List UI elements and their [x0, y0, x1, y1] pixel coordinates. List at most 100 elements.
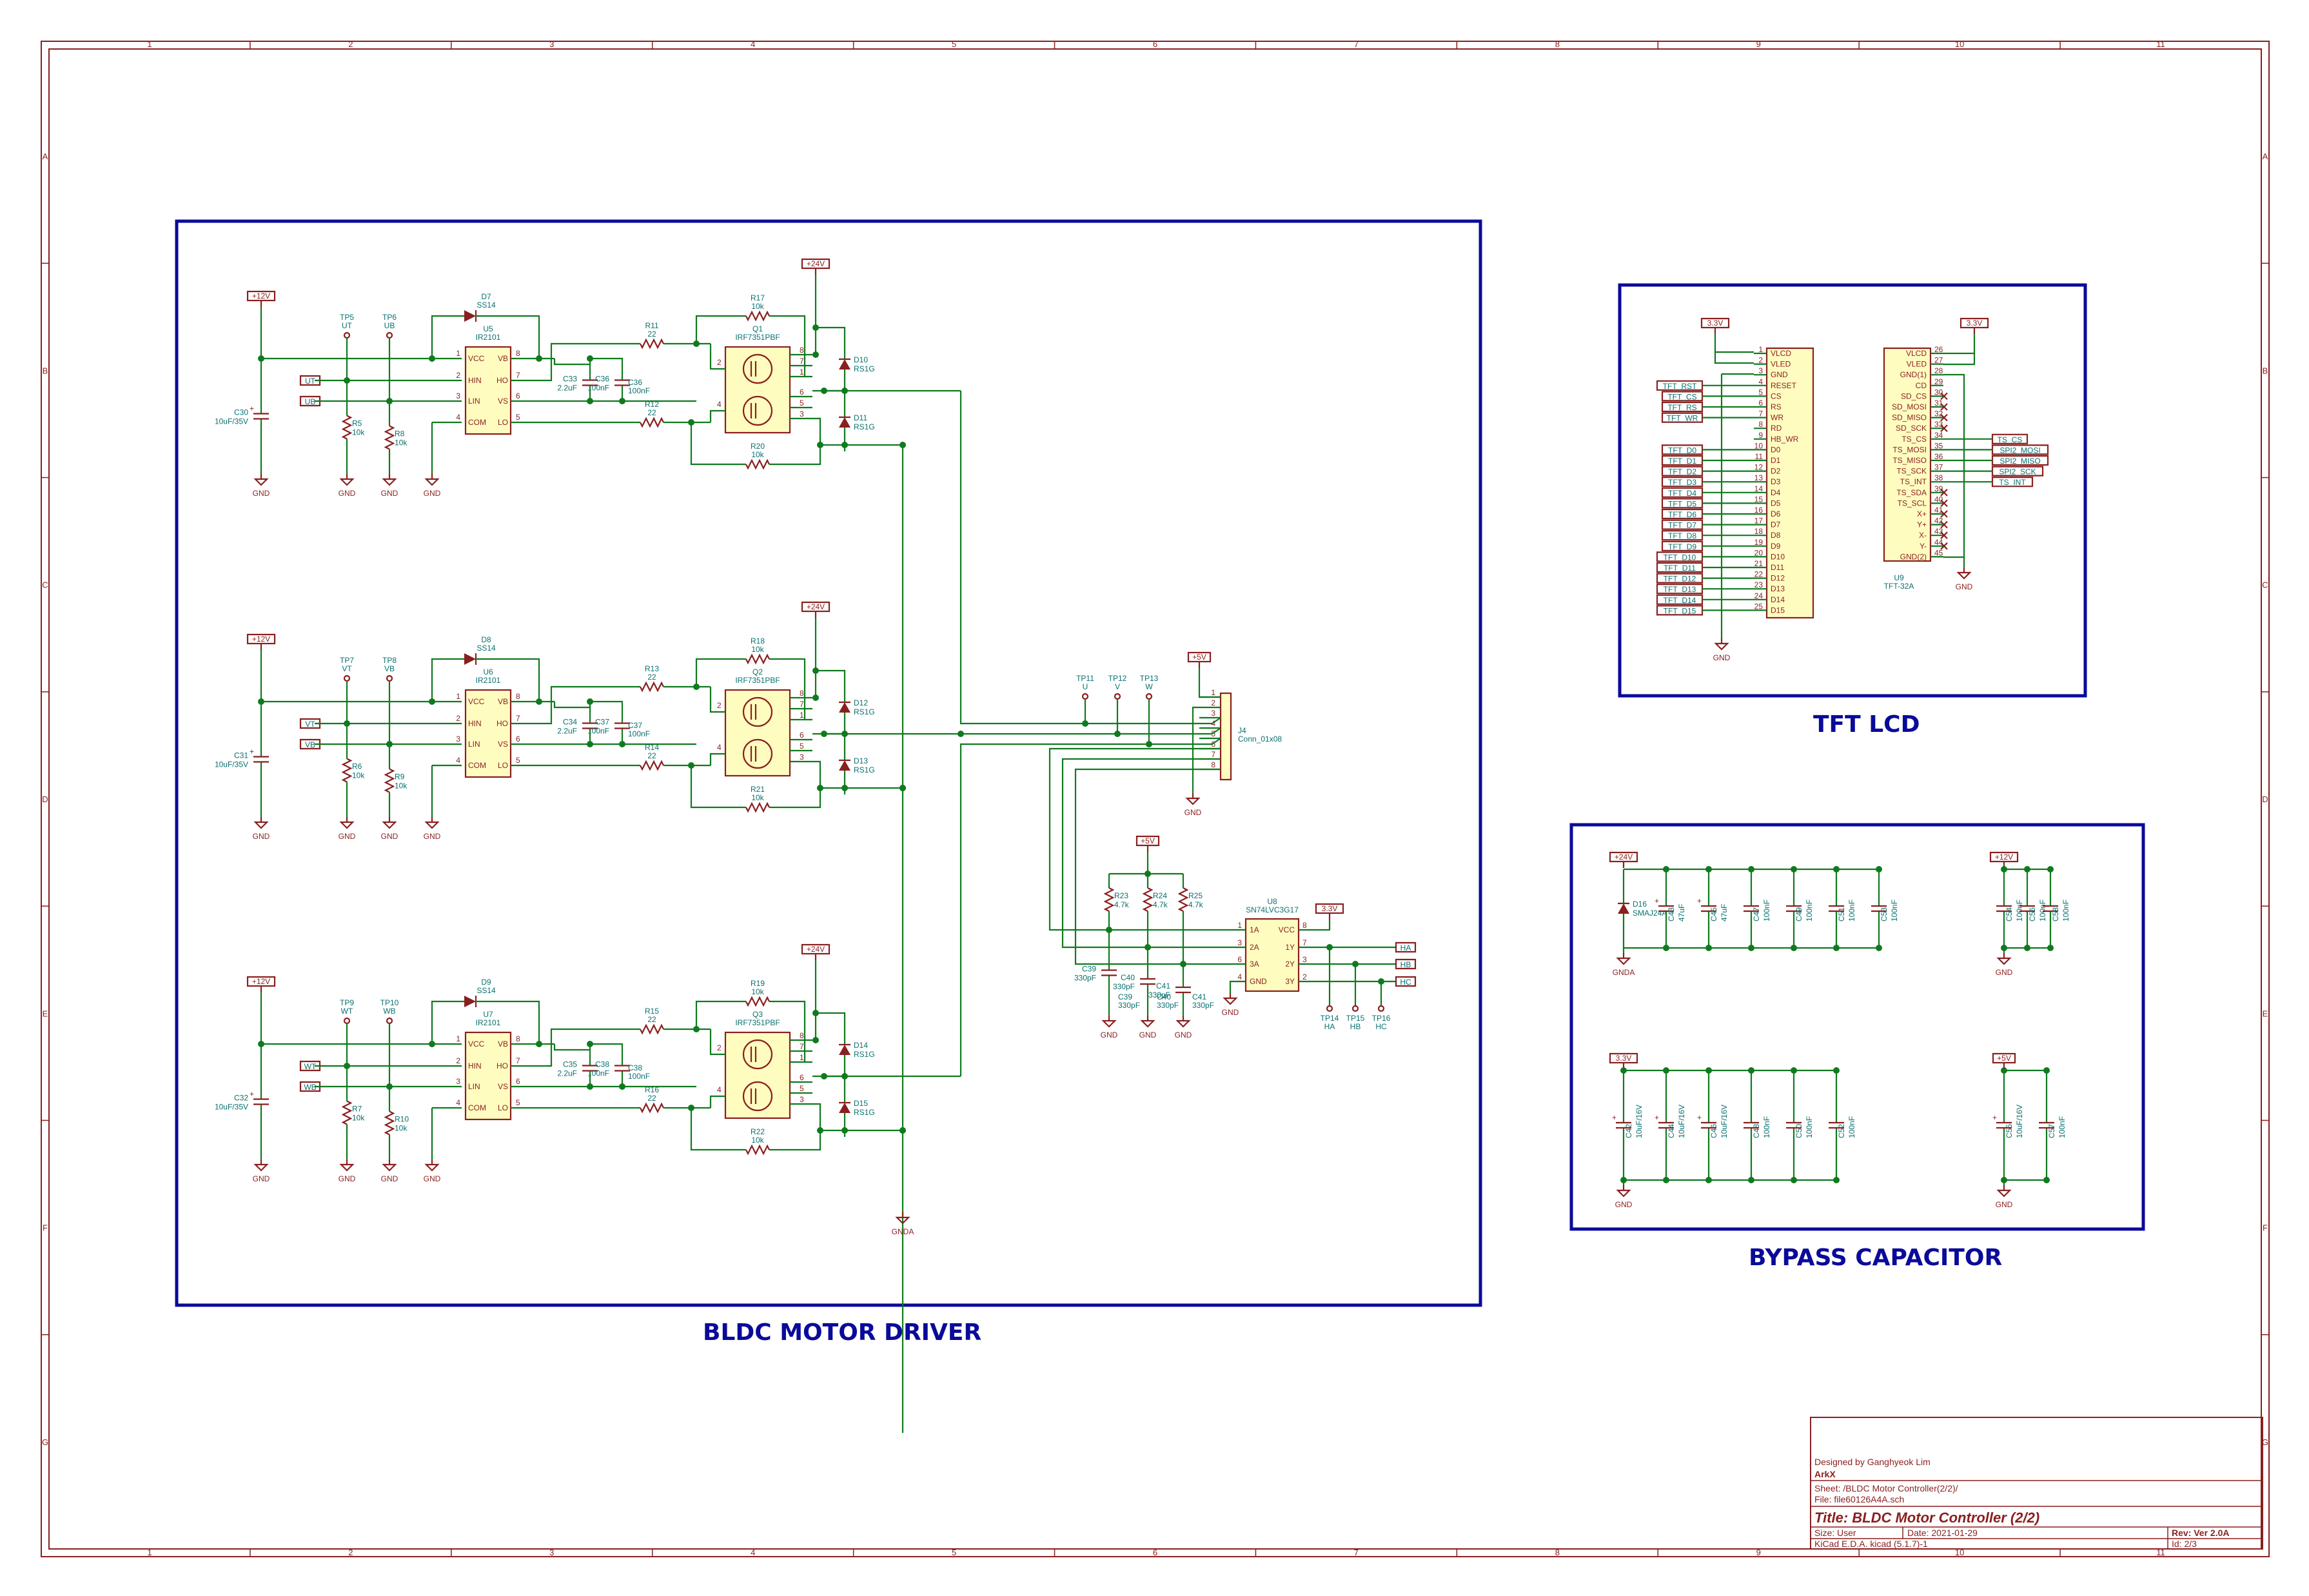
tft-pin-name: TS_SCL	[1898, 498, 1927, 507]
test-point-net: WB	[383, 1007, 395, 1016]
tft-pin-number: 27	[1934, 356, 1943, 365]
capacitor-value: 47uF	[1677, 904, 1686, 921]
wire	[476, 658, 540, 702]
tb-date: Date: 2021-01-29	[1907, 1528, 1978, 1538]
capacitor-ref: C32	[234, 1094, 248, 1103]
resistor-ref: R13	[645, 664, 659, 673]
net-label-text: SPI2_MOSI	[1999, 446, 2040, 455]
net-label-text: TFT_D3	[1668, 478, 1696, 487]
ground-label: GND	[424, 832, 441, 841]
buffer-ic	[1244, 918, 1300, 992]
junction-dot	[1705, 866, 1712, 872]
test-point-ref: TP9	[340, 998, 354, 1007]
resistor-ref: R23	[1114, 891, 1128, 900]
resistor-value: 4.7k	[1188, 900, 1204, 909]
capacitor-ref: C41	[1192, 992, 1206, 1001]
net-label-text: TFT_D10	[1664, 553, 1696, 562]
capacitor-value: 330pF	[1118, 1001, 1140, 1010]
test-point-ref: TP11	[1076, 674, 1094, 683]
ic-pin-number: 6	[516, 1077, 520, 1086]
tft-ic-value: TFT-32A	[1884, 582, 1914, 591]
test-point-net: HC	[1375, 1022, 1387, 1031]
tft-area: 3.3VVLCD1VLED2GND3RESET4CS5RS6WR7RD8HB_W…	[1656, 317, 2049, 662]
junction-dot	[899, 1127, 906, 1134]
capacitor-ref: C37	[628, 721, 642, 730]
resistor	[341, 415, 353, 440]
ic-pin-number: 3	[456, 1077, 460, 1086]
tft-pin-number: 5	[1758, 388, 1763, 397]
net-label-text: VB	[305, 740, 315, 749]
junction-dot	[1705, 1177, 1712, 1183]
frame-row-letter: E	[43, 1009, 48, 1018]
resistor-ref: R10	[395, 1115, 409, 1124]
test-point	[386, 1017, 393, 1025]
tft-lcd-block	[1618, 283, 2087, 698]
wire	[1229, 980, 1233, 993]
frame-column-number: 7	[1354, 1548, 1359, 1557]
resistor-ref: R15	[645, 1007, 659, 1016]
net-label-text: TFT_RST	[1663, 382, 1697, 391]
capacitor-value: 100nF	[628, 729, 650, 738]
mosfet-ref: Q2	[752, 667, 763, 676]
tft-pin-number: 18	[1754, 527, 1764, 536]
buffer-pin-number: 8	[1302, 921, 1307, 930]
net-label-text: TFT_CS	[1667, 392, 1696, 401]
frame-column-number: 7	[1354, 39, 1359, 49]
capacitor-value: 100nF	[587, 384, 609, 393]
junction-dot	[1748, 1067, 1754, 1074]
power-flag-label: +24V	[1615, 852, 1633, 862]
ground-symbol	[339, 478, 355, 486]
tb-rev: Rev: Ver 2.0A	[2172, 1528, 2230, 1538]
diode-value: RS1G	[854, 1108, 875, 1117]
resistor-ref: R25	[1188, 891, 1203, 900]
wire	[1192, 706, 1199, 793]
ic-pin-name: HIN	[468, 376, 482, 385]
net-label	[1661, 508, 1704, 520]
diode-ref: D12	[854, 698, 868, 707]
junction-dot	[1748, 1177, 1754, 1183]
net-label	[1656, 380, 1704, 391]
mosfet-pin-number: 7	[800, 357, 804, 366]
net-label-text: TS_CS	[1998, 435, 2023, 444]
capacitor-value: 100nF	[1890, 900, 1899, 921]
capacitor-value: 100nF	[587, 727, 609, 736]
resistor	[640, 338, 664, 350]
capacitor-ref: C57	[2047, 1124, 2056, 1138]
capacitor-ref: C51	[1837, 907, 1846, 921]
test-point-net: U	[1083, 682, 1088, 691]
polarity-mark: +	[250, 747, 254, 756]
tft-pin-number: 20	[1754, 548, 1764, 557]
net-label	[1661, 401, 1704, 413]
junction-dot	[1145, 871, 1151, 877]
capacitor-value: 100nF	[1805, 1116, 1814, 1138]
polarity-mark: +	[1655, 1113, 1659, 1122]
net-label-text: TFT_D0	[1668, 446, 1696, 455]
capacitor-ref: C54	[2005, 907, 2014, 921]
capacitor-value: 100nF	[2061, 900, 2070, 921]
ic-pin-number: 5	[516, 413, 520, 422]
ground-symbol	[1101, 1020, 1117, 1028]
net-label-text: TFT_WR	[1667, 414, 1698, 423]
resistor-value: 10k	[751, 793, 764, 802]
capacitor-ref: C41	[1156, 981, 1170, 990]
capacitor-ref: C39	[1118, 992, 1132, 1001]
mosfet-pin-number: 7	[800, 700, 804, 709]
ic-pin-number: 8	[516, 692, 520, 701]
connector-body	[1219, 692, 1232, 781]
tft-pin-number: 45	[1934, 548, 1943, 557]
test-point-net: HB	[1350, 1022, 1361, 1031]
net-label	[1656, 551, 1704, 562]
ic-pin-name: VCC	[468, 354, 485, 363]
net-label-text: TFT_D12	[1664, 575, 1696, 584]
capacitor-ref: C44	[1667, 1124, 1676, 1138]
ic-pin-name: LIN	[468, 1082, 480, 1091]
mosfet-value: IRF7351PBF	[735, 676, 780, 685]
junction-dot	[958, 731, 964, 737]
diode-ref: D16	[1633, 900, 1647, 909]
test-point	[386, 331, 393, 339]
tft-pin-name: D14	[1771, 595, 1785, 604]
net-label-text: TFT_D8	[1668, 531, 1696, 540]
tb-sheet: Sheet: /BLDC Motor Controller(2/2)/	[1814, 1483, 1958, 1493]
